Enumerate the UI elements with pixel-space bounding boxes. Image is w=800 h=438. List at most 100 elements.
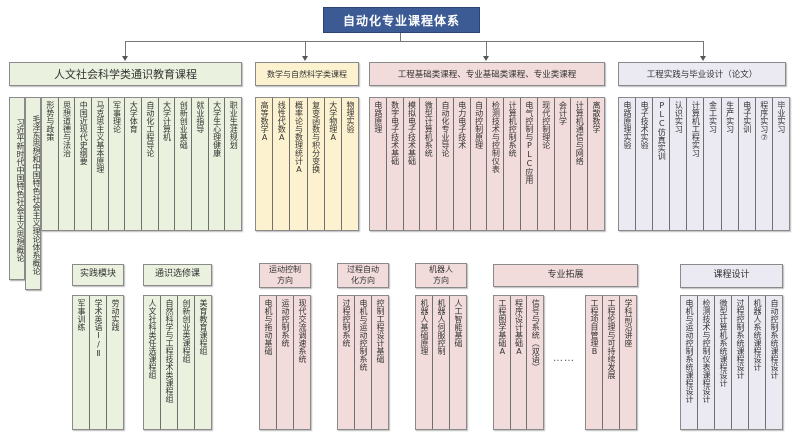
module-elective-head: 通识选修课	[143, 264, 212, 286]
course-prac-5: 金工实习	[704, 98, 722, 230]
course-humanities-9: 大学计算机	[159, 98, 176, 230]
course-el-3: 美育教育课程组	[199, 299, 208, 355]
humanities-course-group: 形势与政策 思想道德与法治 中国近现代史纲要 马克思主义基本原理 军事理论 大学…	[41, 97, 242, 231]
course-el-0: 人文社科类任选课程组	[144, 296, 161, 429]
category-math-science-label: 数学与自然科学类课程	[267, 69, 347, 79]
module-extension-right-group: 工程项目管理B 工程伦理与可持续发展 学科前沿讲座	[585, 295, 637, 430]
course-pa-2: 控制工程设计基础	[376, 299, 385, 363]
connector-humanities	[125, 41, 126, 56]
module-extension-head: 专业拓展	[493, 264, 638, 287]
module-design-head: 课程设计	[680, 264, 783, 288]
category-practice-label: 工程实践与毕业设计（论文）	[646, 70, 758, 80]
extension-ellipsis: ……	[553, 353, 575, 364]
course-ext-l0: 工程图学基础A	[494, 296, 511, 429]
course-eng-3: 微型计算机系统	[420, 98, 438, 230]
category-humanities-label: 人文社会科学类通识教育课程	[54, 68, 197, 81]
course-pm-0: 军事训练	[73, 296, 90, 429]
course-prac-8: 程序实习⑦	[756, 98, 773, 230]
course-mc-2: 现代交流调速系统	[298, 299, 307, 363]
course-cd-0: 电机与运动控制系统课程设计	[681, 296, 698, 429]
connector-practice	[703, 41, 704, 56]
course-eng-5: 电力电子技术	[454, 98, 471, 230]
category-math-science: 数学与自然科学类课程	[255, 62, 359, 86]
course-humanities-10: 创新创业基础	[175, 98, 193, 230]
math-course-group: 高等数学A 线性代数A 概率论与数理统计A 复变函数与积分变换 大学物理A 物理…	[255, 97, 359, 231]
course-humanities-8: 自动化工程导论	[142, 98, 159, 230]
connector-practice-h	[486, 41, 704, 42]
course-math-2: 概率论与数理统计A	[290, 98, 308, 230]
module-robotics-head: 机器人方向	[415, 263, 467, 288]
module-elective-group: 人文社科类任选课程组 自然科学与工程技术类课程组 创新创业类课程组 美育教育课程…	[143, 295, 212, 430]
category-practice: 工程实践与毕业设计（论文）	[618, 62, 786, 86]
module-extension-left-group: 工程图学基础A 程序设计基础A 信号与系统（双语）	[493, 295, 544, 430]
course-humanities-0: 习近平新时代中国特色社会主义思想概论	[9, 97, 25, 280]
category-engineering: 工程基础类课程、专业基础类课程、专业类课程	[369, 62, 605, 86]
category-engineering-label: 工程基础类课程、专业基础类课程、专业类课程	[397, 70, 577, 80]
course-cd-5: 自动控制系统课程设计	[770, 299, 779, 379]
module-process-head: 过程自动化方向	[337, 263, 389, 288]
arrow-humanities-icon	[122, 56, 128, 61]
course-prac-4: 计算机工程实习	[687, 98, 705, 230]
root-connector-horizontal	[125, 41, 608, 42]
course-humanities-2: 形势与政策	[42, 98, 59, 230]
course-math-1: 线性代数A	[273, 98, 291, 230]
course-pa-0: 过程控制系统	[338, 296, 355, 429]
course-math-5: 物理实验	[345, 101, 355, 133]
connector-engineering	[486, 41, 487, 56]
course-pa-1: 电机与运动控制系统	[355, 296, 372, 429]
course-el-2: 创新创业类课程组	[178, 296, 195, 429]
course-rb-0: 机器人基础原理	[416, 296, 433, 429]
course-rb-2: 人工智能基础	[454, 299, 463, 347]
course-mc-1: 运动控制系统	[277, 296, 294, 429]
connector-math	[305, 41, 306, 56]
module-practice-group: 军事训练 学术英语Ⅰ/Ⅱ 劳动实践	[72, 295, 124, 430]
course-eng-10: 现代控制理论	[538, 98, 555, 230]
course-humanities-4: 中国近现代史纲要	[75, 98, 93, 230]
course-el-1: 自然科学与工程技术类课程组	[161, 296, 178, 429]
course-eng-8: 计算机控制系统	[504, 98, 522, 230]
course-humanities-1: 毛泽东思想和中国特色社会主义理论体系概论	[25, 97, 41, 290]
practice-course-group: 电路原理实验 电子技术实验 PLC仿真实训 认识实习 计算机工程实习 金工实习 …	[618, 97, 790, 231]
course-humanities-6: 军事理论	[109, 98, 126, 230]
course-cd-3: 过程控制系统课程设计	[732, 296, 749, 429]
course-math-3: 复变函数与积分变换	[308, 98, 325, 230]
module-robotics-group: 机器人基础原理 机器人伺服控制 人工智能基础	[415, 295, 467, 430]
course-cd-2: 微型计算机系统课程设计	[715, 296, 732, 429]
course-eng-11: 会计学	[555, 98, 572, 230]
course-math-0: 高等数学A	[256, 98, 274, 230]
course-humanities-13: 职业生涯规划	[229, 101, 239, 149]
course-ext-r2: 学科前沿讲座	[624, 299, 633, 347]
arrow-math-icon	[302, 56, 308, 61]
course-ext-r0: 工程项目管理B	[586, 296, 603, 429]
course-eng-2: 模拟电子技术基础	[404, 98, 421, 230]
course-ext-r1: 工程伦理与可持续发展	[603, 296, 620, 429]
course-eng-0: 电路原理	[370, 98, 387, 230]
module-process-group: 过程控制系统 电机与运动控制系统 控制工程设计基础	[337, 295, 389, 430]
arrow-engineering-icon	[483, 56, 489, 61]
course-math-4: 大学物理A	[325, 98, 342, 230]
course-ext-l2: 信号与系统（双语）	[531, 299, 541, 371]
engineering-course-group: 电路原理 数字电子技术基础 模拟电子技术基础 微型计算机系统 自动化专业导论 电…	[369, 97, 605, 231]
course-pm-1: 学术英语Ⅰ/Ⅱ	[90, 296, 107, 429]
course-cd-1: 检测技术与控制仪表课程设计	[698, 296, 715, 429]
course-eng-1: 数字电子技术基础	[387, 98, 404, 230]
course-prac-9: 毕业实习	[776, 101, 786, 133]
course-pm-2: 劳动实践	[111, 299, 120, 331]
module-design-group: 电机与运动控制系统课程设计 检测技术与控制仪表课程设计 微型计算机系统课程设计 …	[680, 295, 783, 430]
course-mc-0: 电机与拖动基础	[260, 296, 277, 429]
course-rb-1: 机器人伺服控制	[433, 296, 450, 429]
course-prac-3: 认识实习	[670, 98, 688, 230]
course-eng-13: 离散数学	[592, 101, 602, 133]
course-eng-7: 检测技术与控制仪表	[487, 98, 505, 230]
root-title-box: 自动化专业课程体系	[323, 7, 480, 33]
category-humanities: 人文社会科学类通识教育课程	[9, 62, 242, 86]
module-motion-head: 运动控制方向	[259, 263, 311, 288]
course-humanities-5: 马克思主义基本原理	[92, 98, 109, 230]
course-prac-6: 生产实习	[722, 98, 739, 230]
course-eng-9: 电气控制与PLC应用	[521, 98, 538, 230]
course-prac-1: 电子技术实验	[636, 98, 654, 230]
root-title: 自动化专业课程体系	[342, 13, 460, 28]
course-eng-6: 自动控制原理	[471, 98, 488, 230]
arrow-practice-icon	[700, 56, 706, 61]
root-connector-vertical	[400, 33, 401, 41]
